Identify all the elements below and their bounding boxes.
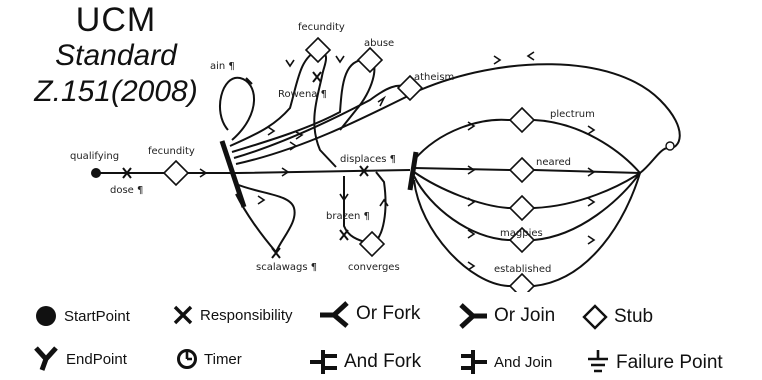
- title-standard: Standard: [55, 39, 177, 72]
- title-standard-number: Z.151(2008): [34, 75, 198, 108]
- responsibility-scalawags: [271, 247, 281, 259]
- and-fork-bar: [219, 140, 247, 208]
- legend: StartPoint Responsibility Or Fork Or Joi…: [0, 292, 762, 380]
- label-fecundity: fecundity: [148, 146, 195, 157]
- label-abuse: abuse: [364, 38, 394, 49]
- legend-stub: Stub: [582, 304, 653, 330]
- stub-plectrum: [508, 106, 536, 134]
- end-point-icon: [34, 346, 58, 371]
- stub-icon: [582, 304, 608, 330]
- stub-magpies-upper: [508, 194, 536, 222]
- legend-or-fork: Or Fork: [318, 300, 420, 328]
- branch-converges: [343, 171, 387, 246]
- or-join-icon: [459, 303, 487, 329]
- legend-responsibility: Responsibility: [172, 304, 293, 326]
- loop-ain: [219, 76, 255, 141]
- stub-fecundity: [162, 159, 190, 187]
- and-fork-icon: [310, 350, 337, 374]
- responsibility-dose: [122, 167, 132, 179]
- branch-atheism: [233, 84, 411, 159]
- loop-scalawags: [235, 183, 296, 254]
- stub-atheism: [396, 74, 424, 102]
- legend-timer: Timer: [176, 348, 242, 370]
- start-point: [91, 168, 101, 178]
- stub-fecundity-top: [304, 36, 332, 64]
- label-magpies: magpies: [500, 228, 543, 239]
- responsibility-ain: [245, 77, 253, 85]
- title-block: UCM Standard Z.151(2008): [0, 2, 232, 110]
- legend-start-point: StartPoint: [34, 304, 130, 328]
- failure-point-icon: [588, 350, 608, 373]
- stub-established: [508, 272, 536, 292]
- responsibility-icon: [173, 305, 193, 325]
- legend-and-fork: And Fork: [308, 348, 421, 376]
- label-converges: converges: [348, 262, 400, 273]
- legend-and-join: And Join: [460, 348, 552, 376]
- or-fork-icon: [320, 301, 349, 328]
- label-displaces: displaces ¶: [340, 154, 396, 165]
- responsibility-rowena: [312, 71, 322, 83]
- stub-converges: [358, 230, 386, 258]
- label-fecundity-top: fecundity: [298, 22, 345, 33]
- label-qualifying: qualifying: [70, 151, 119, 162]
- stub-neared: [508, 156, 536, 184]
- branch-abuse: [231, 58, 376, 153]
- label-neared: neared: [536, 157, 571, 168]
- legend-failure-point: Failure Point: [586, 350, 723, 376]
- label-brazen: brazen ¶: [326, 211, 370, 222]
- responsibility-displaces: [359, 165, 369, 177]
- responsibility-brazen: [339, 229, 349, 241]
- stub-magpies: [508, 226, 536, 254]
- start-point-icon: [36, 306, 56, 326]
- legend-or-join: Or Join: [458, 302, 555, 330]
- label-scalawags: scalawags ¶: [256, 262, 317, 273]
- label-rowena: Rowena ¶: [278, 89, 327, 100]
- timer-icon: [177, 349, 197, 369]
- branch-upper-loop: [235, 63, 681, 174]
- label-ain: ain ¶: [210, 61, 235, 72]
- ucm-diagram: qualifying fecundity dose ¶ ain ¶ fecund…: [70, 22, 681, 292]
- stub-abuse: [356, 46, 384, 74]
- and-join-icon: [461, 350, 487, 374]
- upper-loop-node: [665, 141, 675, 151]
- label-plectrum: plectrum: [550, 109, 595, 120]
- label-dose: dose ¶: [110, 185, 143, 196]
- label-established: established: [494, 264, 551, 275]
- label-atheism: atheism: [414, 72, 454, 83]
- branch-fecundity: [229, 48, 337, 168]
- title-ucm: UCM: [75, 1, 157, 39]
- legend-end-point: EndPoint: [34, 346, 127, 372]
